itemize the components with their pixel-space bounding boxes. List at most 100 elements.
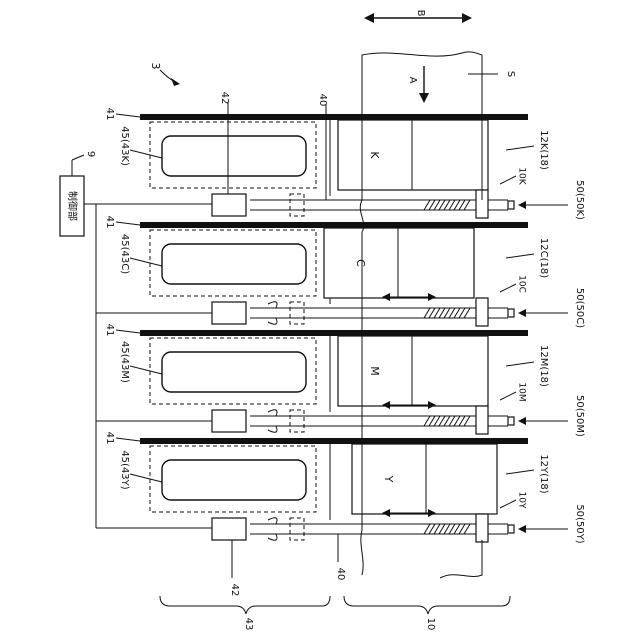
- head-color-letter: K: [368, 151, 381, 159]
- label-s: S: [505, 71, 516, 77]
- carriage: [476, 406, 488, 434]
- label-position: 50(50K): [574, 180, 585, 220]
- controller-id: 9: [85, 151, 96, 157]
- motor-box: [212, 302, 246, 324]
- rotate-arrow-bottom: [268, 534, 277, 540]
- label-plate: 41: [104, 432, 115, 445]
- coupling: [290, 302, 304, 324]
- label-rail-top: 40: [317, 94, 328, 107]
- label-ink: 10C: [517, 275, 527, 293]
- label-head: 12C(18): [538, 238, 549, 278]
- rotate-arrow-bottom: [268, 426, 277, 432]
- plate-bar: [140, 114, 528, 120]
- label-plate: 41: [104, 108, 115, 121]
- leader-cap: [130, 150, 162, 158]
- screw-hatch: [424, 200, 470, 210]
- coupling: [290, 410, 304, 432]
- label-motor-top: 42: [219, 92, 230, 105]
- motor-box: [212, 518, 246, 540]
- cap-region: [150, 122, 316, 188]
- print-unit-k: 41 45(43K) K 12K(18) 10K 50(50K): [104, 108, 585, 220]
- label-a: A: [407, 77, 418, 84]
- leader-head: [506, 254, 534, 258]
- label-head: 12Y(18): [538, 454, 549, 493]
- leader-ink: [500, 284, 516, 292]
- leader-plate: [116, 438, 140, 441]
- label-motor-bottom: 42: [229, 584, 240, 597]
- head-block: [338, 120, 488, 190]
- shaft-end: [508, 201, 514, 209]
- plate-bar: [140, 330, 528, 336]
- label-cap: 45(43Y): [119, 450, 130, 489]
- head-block: [324, 228, 474, 298]
- label-ink: 10Y: [517, 492, 527, 509]
- label-position: 50(50C): [574, 288, 585, 328]
- figure-number: 3: [149, 63, 162, 70]
- label-cap: 45(43M): [119, 341, 130, 383]
- head-color-letter: Y: [382, 475, 395, 483]
- print-unit-m: 4145(43M)M12M(18)10M50(50M): [104, 324, 585, 437]
- label-group-10: 10: [425, 618, 436, 631]
- leader-head: [506, 362, 534, 366]
- print-units: 41 45(43K) K 12K(18) 10K 50(50K) 41 45(43C) C 12C…: [104, 108, 585, 544]
- controller-label: 制御部: [66, 191, 79, 221]
- cap-region: [150, 230, 316, 296]
- leader-cap: [130, 258, 162, 266]
- sheet-s: [362, 52, 482, 116]
- leader-cap: [130, 474, 162, 482]
- leader-plate: [116, 114, 140, 117]
- label-cap: 45(43C): [119, 234, 130, 274]
- label-b: B: [415, 10, 426, 17]
- leader-ink: [500, 392, 516, 400]
- head-block: [352, 444, 497, 514]
- cap: [162, 136, 306, 176]
- brace-group-10: [344, 596, 510, 614]
- shaft-end: [508, 309, 514, 317]
- carriage: [476, 514, 488, 542]
- shaft-end: [508, 525, 514, 533]
- direction-a-arrow: [419, 66, 429, 103]
- screw-hatch: [424, 524, 470, 534]
- label-position: 50(50Y): [574, 504, 585, 543]
- control-bus: [84, 204, 212, 528]
- plate-bar: [140, 438, 528, 444]
- leader-head: [506, 146, 534, 150]
- leader-cap: [130, 366, 162, 374]
- leader-head: [506, 470, 534, 474]
- coupling: [290, 194, 304, 216]
- label-ink: 10K: [517, 167, 527, 185]
- cap: [162, 244, 306, 284]
- rotate-arrow-top: [268, 518, 277, 524]
- screw-hatch: [424, 416, 470, 426]
- motor-box: [212, 194, 246, 216]
- head-block: [338, 336, 488, 406]
- label-head: 12K(18): [538, 130, 549, 170]
- shaft-end: [508, 417, 514, 425]
- coupling: [290, 518, 304, 540]
- label-position: 50(50M): [574, 395, 585, 437]
- print-unit-c: 41 45(43C) C 12C(18) 10C 50(50C): [104, 216, 585, 329]
- rotate-arrow-top: [268, 410, 277, 416]
- plate-bar: [140, 222, 528, 228]
- label-head: 12M(18): [538, 345, 549, 387]
- leader-plate: [116, 222, 140, 225]
- carriage: [476, 298, 488, 326]
- cap-region: [150, 338, 316, 404]
- leader-plate: [116, 330, 140, 333]
- cap: [162, 460, 306, 500]
- label-ink: 10M: [517, 382, 527, 401]
- brace-group-43: [160, 596, 330, 614]
- head-color-letter: C: [354, 259, 367, 267]
- cap: [162, 352, 306, 392]
- label-cap: 45(43K): [119, 126, 130, 166]
- screw-hatch: [424, 308, 470, 318]
- leader-ink: [500, 500, 516, 508]
- label-rail-bottom: 40: [335, 568, 346, 581]
- rotate-arrow-top: [268, 302, 277, 308]
- leader-ink: [500, 176, 516, 184]
- motor-box: [212, 410, 246, 432]
- cap-region: [150, 446, 316, 512]
- label-plate: 41: [104, 216, 115, 229]
- print-unit-y: 41 45(43Y) Y 12Y(18) 10Y 50(50Y): [104, 432, 585, 544]
